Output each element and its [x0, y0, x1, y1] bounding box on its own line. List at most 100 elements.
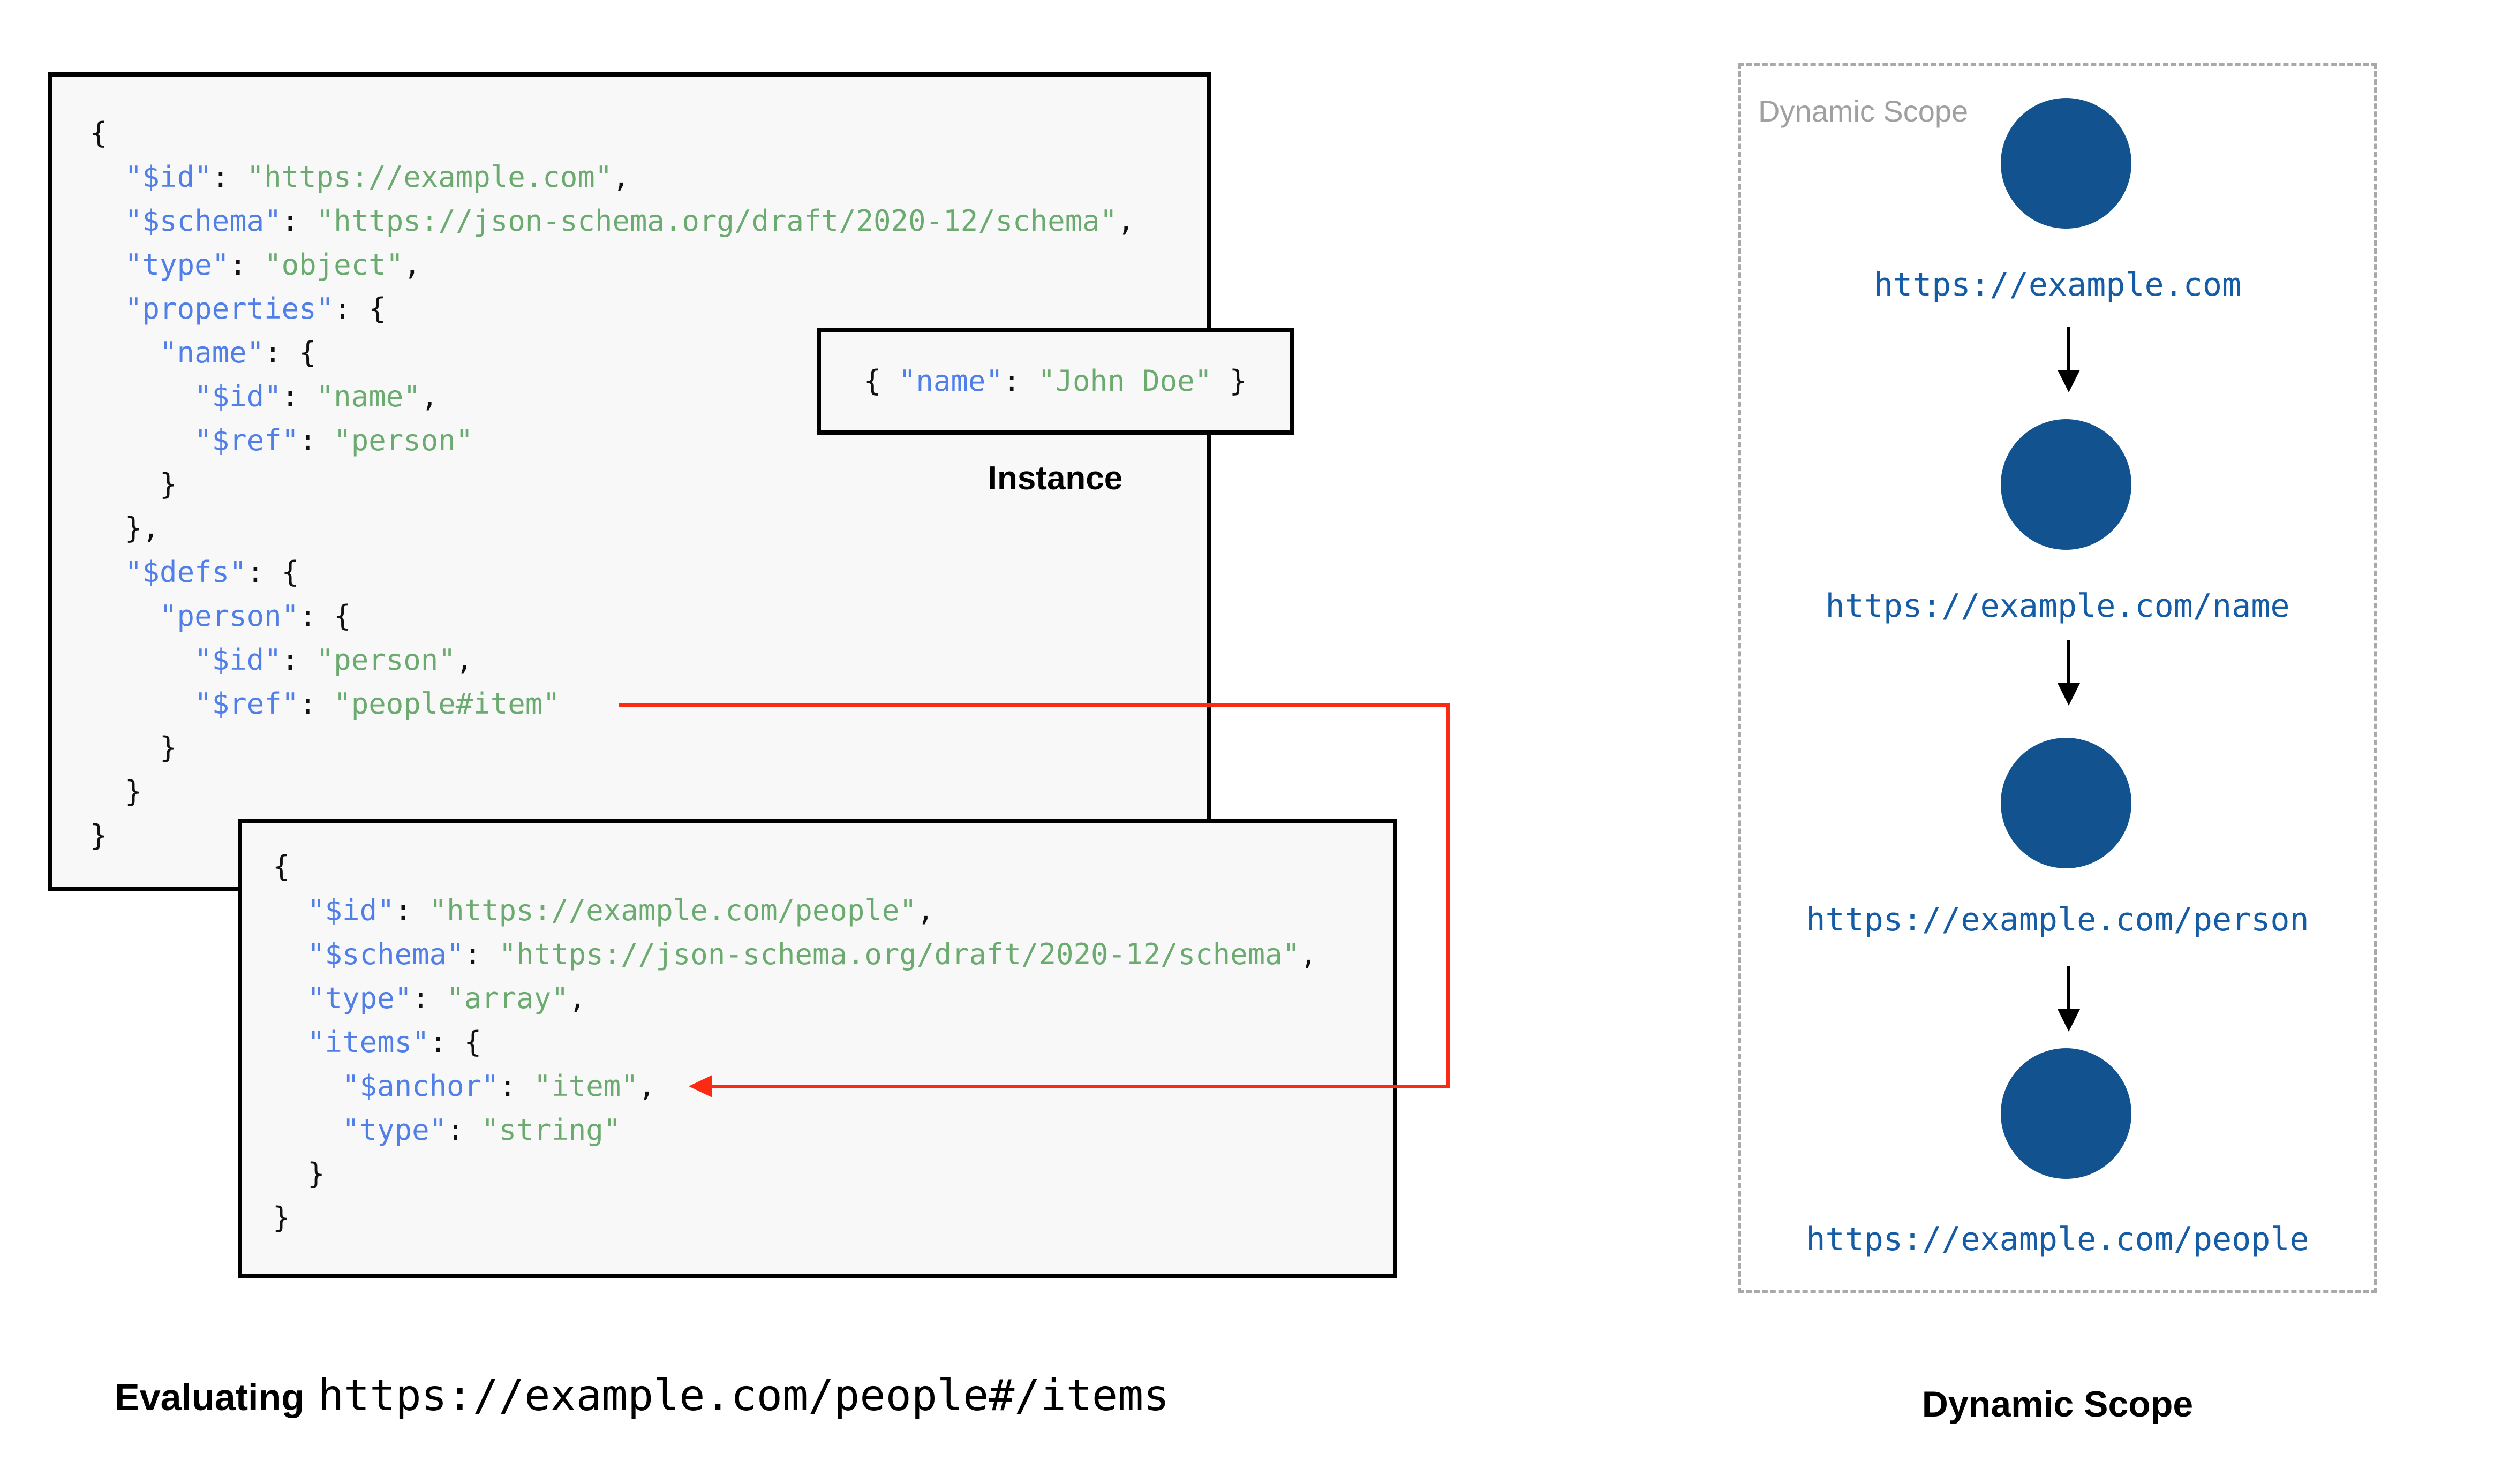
code-token-pun: ,: [455, 643, 473, 677]
code-line: "$schema": "https://json-schema.org/draf…: [273, 933, 1393, 976]
code-line: "properties": {: [90, 287, 1207, 331]
code-line: }: [90, 726, 1207, 770]
code-token-key: "$ref": [194, 423, 299, 457]
code-token-pun: :: [281, 643, 316, 677]
code-token-pun: :: [499, 1069, 534, 1103]
code-token-str: "array": [447, 981, 569, 1015]
code-line: {: [273, 845, 1393, 889]
code-token-pun: [273, 981, 307, 1015]
schema-people-code: { "$id": "https://example.com/people", "…: [242, 823, 1393, 1240]
code-token-pun: {: [273, 850, 290, 883]
scope-down-arrow-head: [2058, 1009, 2080, 1032]
code-token-pun: {: [863, 364, 899, 398]
schema-people-box: { "$id": "https://example.com/people", "…: [238, 819, 1397, 1278]
code-token-str: "https://json-schema.org/draft/2020-12/s…: [316, 204, 1118, 238]
code-token-str: "name": [316, 380, 421, 413]
code-token-pun: :: [212, 160, 247, 194]
code-token-key: "$id": [125, 160, 212, 194]
code-token-pun: : {: [334, 292, 386, 325]
code-token-pun: ,: [1300, 937, 1317, 971]
code-line: "$defs": {: [90, 550, 1207, 594]
evaluating-caption-url: https://example.com/people#/items: [318, 1371, 1170, 1420]
code-token-str: "https://example.com": [246, 160, 613, 194]
code-line: "$anchor": "item",: [273, 1064, 1393, 1108]
code-token-str: "people#item": [334, 687, 560, 721]
code-line: "$ref": "people#item": [90, 682, 1207, 726]
code-token-pun: : {: [246, 555, 299, 589]
code-line: {: [90, 111, 1207, 155]
code-token-pun: [273, 1069, 342, 1103]
code-token-pun: [273, 894, 307, 927]
dynamic-scope-panel-title: Dynamic Scope: [1758, 94, 1969, 128]
ref-connector-arrowhead-icon: [689, 1075, 712, 1097]
code-token-pun: }: [90, 467, 177, 501]
code-token-str: "string": [481, 1113, 621, 1147]
code-line: "$id": "https://example.com/people",: [273, 889, 1393, 933]
code-token-pun: : {: [429, 1025, 482, 1059]
code-token-pun: ,: [420, 380, 439, 413]
code-token-pun: [90, 292, 125, 325]
code-line: "type": "string": [273, 1108, 1393, 1152]
code-token-key: "type": [342, 1113, 447, 1147]
code-token-pun: :: [299, 687, 334, 721]
code-token-pun: }: [1212, 364, 1247, 398]
scope-down-arrow-head: [2058, 683, 2080, 706]
code-line: }: [273, 1152, 1393, 1196]
code-token-pun: },: [90, 511, 160, 545]
code-token-str: "https://json-schema.org/draft/2020-12/s…: [499, 937, 1300, 971]
code-token-pun: ,: [568, 981, 586, 1015]
code-token-pun: [90, 160, 125, 194]
code-token-pun: [90, 555, 125, 589]
code-token-key: "properties": [125, 292, 334, 325]
code-line: "person": {: [90, 594, 1207, 638]
code-token-pun: :: [229, 248, 265, 282]
code-token-pun: [90, 423, 194, 457]
evaluating-caption: Evaluating https://example.com/people#/i…: [115, 1371, 1169, 1420]
code-line: "type": "object",: [90, 243, 1207, 287]
code-line: "$id": "https://example.com",: [90, 155, 1207, 199]
scope-node-circle: [2001, 738, 2131, 868]
code-token-pun: ,: [1117, 204, 1135, 238]
code-token-pun: :: [464, 937, 499, 971]
code-line: "$id": "name",: [90, 375, 1207, 419]
code-token-str: "John Doe": [1038, 364, 1212, 398]
ref-connector-line-top: [619, 703, 1450, 707]
scope-node-circle: [2001, 419, 2131, 550]
code-line: },: [90, 506, 1207, 550]
code-token-str: "https://example.com/people": [429, 894, 917, 927]
evaluating-caption-label: Evaluating: [115, 1376, 304, 1418]
scope-node-url-label: https://example.com: [1873, 266, 2242, 304]
code-line: "items": {: [273, 1020, 1393, 1064]
code-token-key: "$anchor": [342, 1069, 499, 1103]
scope-down-arrow-head: [2058, 370, 2080, 392]
code-token-key: "name": [898, 364, 1003, 398]
code-token-pun: ,: [612, 160, 630, 194]
instance-label: Instance: [988, 460, 1123, 497]
code-token-pun: }: [273, 1201, 290, 1235]
code-token-pun: :: [412, 981, 447, 1015]
code-line: { "name": "John Doe" }: [821, 332, 1290, 430]
code-token-pun: : {: [299, 599, 351, 633]
code-token-pun: [273, 1113, 342, 1147]
code-token-pun: :: [281, 204, 316, 238]
ref-connector-line-bottom: [710, 1085, 1450, 1088]
code-token-key: "$id": [307, 894, 395, 927]
code-token-pun: [90, 336, 160, 369]
code-token-key: "person": [160, 599, 299, 633]
code-token-pun: :: [447, 1113, 482, 1147]
code-line: "$schema": "https://json-schema.org/draf…: [90, 199, 1207, 243]
code-token-pun: [90, 380, 194, 413]
code-token-key: "$id": [194, 643, 282, 677]
code-token-key: "$id": [194, 380, 282, 413]
code-token-pun: [90, 643, 194, 677]
code-token-pun: :: [1003, 364, 1038, 398]
code-token-pun: }: [90, 775, 142, 808]
code-token-key: "items": [307, 1025, 429, 1059]
code-line: "type": "array",: [273, 976, 1393, 1020]
schema-root-box: { "$id": "https://example.com", "$schema…: [48, 72, 1211, 891]
code-line: }: [90, 814, 1207, 858]
code-line: }: [90, 770, 1207, 814]
code-line: "name": {: [90, 331, 1207, 375]
